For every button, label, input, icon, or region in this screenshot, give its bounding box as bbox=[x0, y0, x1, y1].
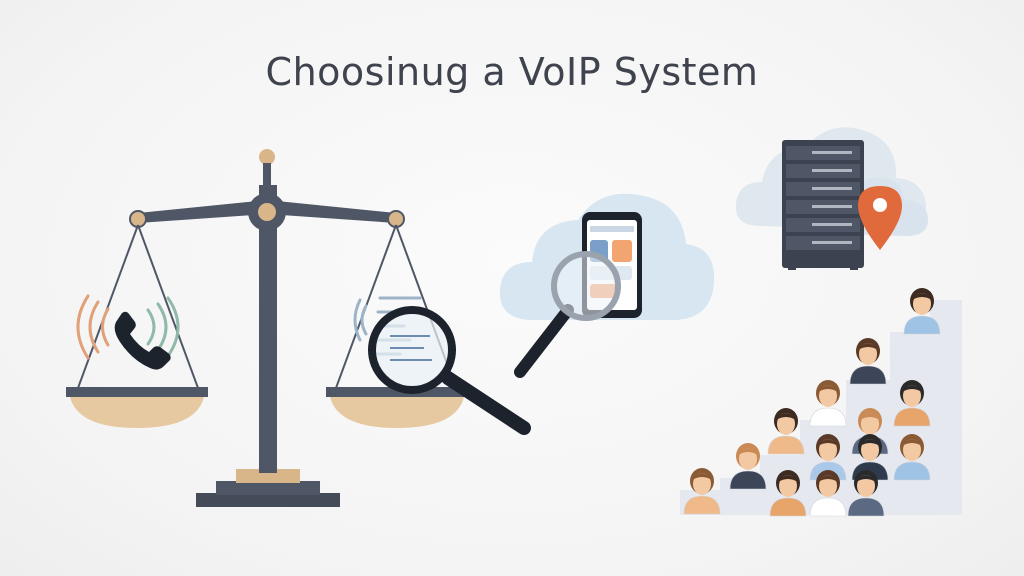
page-title: Choosinug a VoIP System bbox=[265, 50, 759, 94]
server-rack-icon bbox=[782, 140, 864, 270]
person-icon bbox=[769, 470, 807, 517]
magnifying-glass-icon bbox=[514, 251, 621, 378]
location-pin-icon bbox=[858, 186, 902, 250]
person-icon bbox=[683, 468, 721, 515]
person-icon bbox=[847, 470, 885, 517]
person-icon bbox=[893, 380, 931, 427]
magnifying-glass-icon bbox=[368, 306, 531, 435]
person-icon bbox=[729, 443, 767, 490]
person-icon bbox=[809, 470, 847, 517]
person-icon bbox=[809, 380, 847, 427]
signal-waves-icon bbox=[76, 294, 180, 360]
phone-icon bbox=[114, 311, 171, 370]
people-icon bbox=[680, 288, 962, 517]
person-icon bbox=[849, 338, 887, 385]
person-icon bbox=[893, 434, 931, 481]
person-icon bbox=[903, 288, 941, 335]
person-icon bbox=[767, 408, 805, 455]
